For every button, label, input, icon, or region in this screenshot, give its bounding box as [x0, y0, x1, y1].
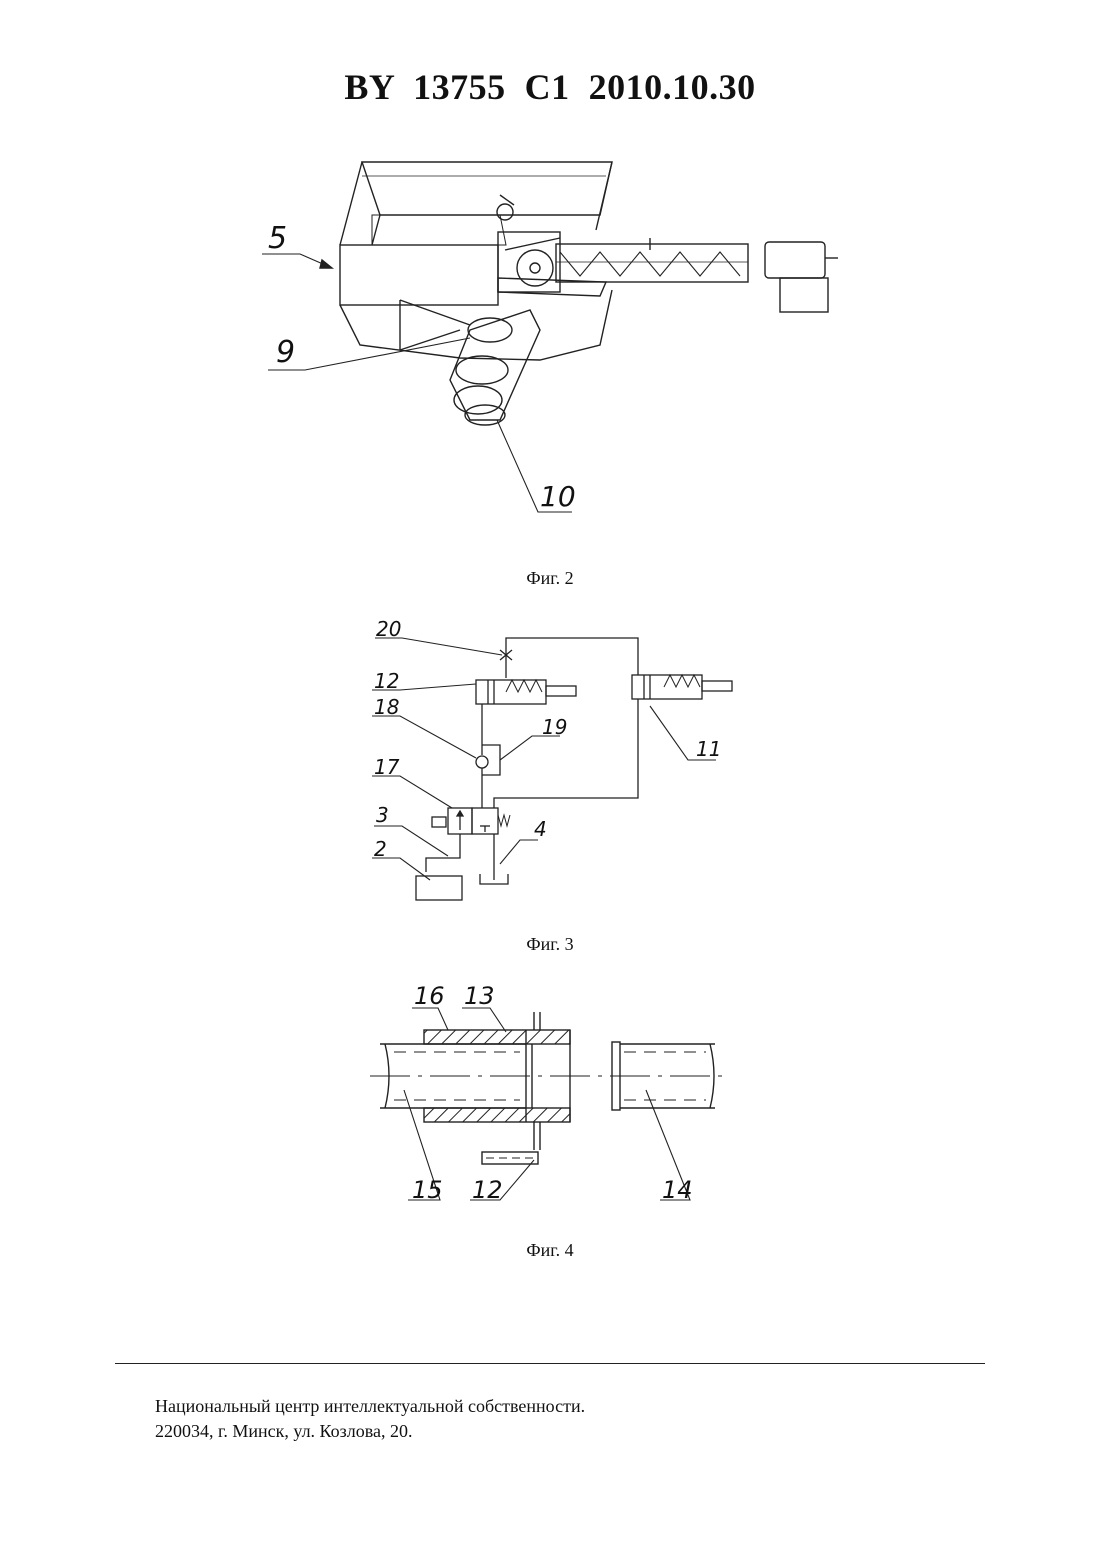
footer: Национальный центр интеллектуальной собс… — [155, 1394, 585, 1444]
footer-address: 220034, г. Минск, ул. Козлова, 20. — [155, 1419, 585, 1444]
figure-4-label-16: 16 — [414, 982, 445, 1010]
footer-divider — [115, 1363, 985, 1364]
figure-4-label-15: 15 — [412, 1176, 443, 1204]
figure-4-label-13: 13 — [464, 982, 495, 1010]
footer-organization: Национальный центр интеллектуальной собс… — [155, 1394, 585, 1419]
figure-4-label-14: 14 — [662, 1176, 693, 1204]
figure-4-caption: Фиг. 4 — [0, 1240, 1100, 1261]
figure-4-label-12: 12 — [472, 1176, 503, 1204]
